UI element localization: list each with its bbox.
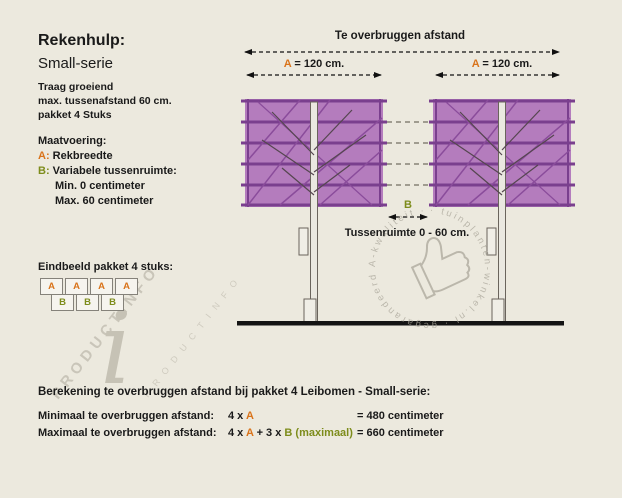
- espalier-tree-left: [239, 97, 389, 324]
- formula-a: A: [245, 410, 254, 422]
- eindbeeld-cell-a: A: [65, 278, 88, 295]
- eindbeeld-title: Eindbeeld pakket 4 stuks:: [38, 261, 174, 273]
- eindbeeld-cell-b: B: [51, 294, 74, 311]
- formula-part: + 3 x: [256, 427, 282, 439]
- eindbeeld-cell-b: B: [101, 294, 124, 311]
- ground-line: [237, 321, 564, 326]
- watermark-productinfo-text-small: PRODUCTINFO: [142, 272, 245, 400]
- a-value: = 120 cm.: [482, 58, 533, 70]
- calc-max-formula: 4 x A + 3 x B (maximaal): [228, 427, 353, 439]
- eindbeeld-row-a: A A A A: [40, 278, 140, 295]
- spec-growth: Traag groeiend: [38, 81, 114, 93]
- legend-b-key: B:: [38, 165, 50, 177]
- eindbeeld-cell-a: A: [40, 278, 63, 295]
- maatvoering-legend: Maatvoering: A: Rekbreedte B: Variabele …: [38, 134, 177, 209]
- calc-max-result: = 660 centimeter: [357, 427, 444, 439]
- espalier-tree-right: [427, 97, 577, 324]
- legend-b-label: Variabele tussenruimte:: [52, 165, 177, 177]
- eindbeeld-cell-a: A: [90, 278, 113, 295]
- total-span-label: Te overbruggen afstand: [334, 30, 466, 42]
- svg-text:· tuinplanten-winkel.nl · gega: · tuinplanten-winkel.nl · gegarandeerd A…: [367, 205, 493, 331]
- stamp-circle-text: · tuinplanten-winkel.nl · gegarandeerd A…: [367, 205, 491, 331]
- series-specs: Traag groeiend max. tussenafstand 60 cm.…: [38, 80, 172, 122]
- maatvoering-title: Maatvoering:: [38, 135, 107, 147]
- calc-min-result: = 480 centimeter: [357, 410, 444, 422]
- quality-stamp-watermark: · tuinplanten-winkel.nl · gegarandeerd A…: [367, 205, 493, 331]
- eindbeeld-cell-b: B: [76, 294, 99, 311]
- calc-row-max: Maximaal te overbruggen afstand: 4 x A +…: [0, 427, 622, 442]
- eindbeeld-cell-a: A: [115, 278, 138, 295]
- formula-max-note: (maximaal): [295, 427, 353, 439]
- calc-row-min: Minimaal te overbruggen afstand: 4 x A =…: [0, 410, 622, 425]
- formula-part: 4 x: [228, 427, 244, 439]
- gap-dashed-connectors: [387, 121, 429, 186]
- legend-b-min: Min. 0 centimeter: [55, 180, 145, 192]
- formula-b: B: [284, 427, 293, 439]
- calc-min-label: Minimaal te overbruggen afstand:: [38, 410, 215, 422]
- page-subtitle: Small-serie: [38, 55, 114, 72]
- a-key: A: [471, 58, 480, 70]
- a-dimension-label-right: A = 120 cm.: [433, 58, 571, 70]
- spec-max-distance: max. tussenafstand 60 cm.: [38, 95, 172, 107]
- a-dimension-label-left: A = 120 cm.: [245, 58, 383, 70]
- formula-part: 4 x: [228, 410, 244, 422]
- calc-title: Berekening te overbruggen afstand bij pa…: [38, 386, 431, 398]
- formula-a: A: [245, 427, 254, 439]
- spec-package: pakket 4 Stuks: [38, 109, 112, 121]
- a-value: = 120 cm.: [294, 58, 345, 70]
- legend-a-key: A:: [38, 150, 50, 162]
- a-key: A: [283, 58, 292, 70]
- eindbeeld-diagram: A A A A B B B: [40, 278, 140, 311]
- legend-a: A: Rekbreedte: [38, 149, 177, 164]
- calc-max-label: Maximaal te overbruggen afstand:: [38, 427, 217, 439]
- b-dimension-label: B: [383, 199, 433, 211]
- measure-arrows: [244, 49, 560, 220]
- calc-min-formula: 4 x A: [228, 410, 254, 422]
- legend-b-max: Max. 60 centimeter: [55, 195, 154, 207]
- b-key: B: [404, 199, 412, 211]
- page-title: Rekenhulp:: [38, 32, 126, 49]
- gap-range-label: Tussenruimte 0 - 60 cm.: [344, 227, 470, 239]
- eindbeeld-row-b: B B B: [51, 294, 140, 311]
- legend-a-label: Rekbreedte: [52, 150, 113, 162]
- legend-b: B: Variabele tussenruimte:: [38, 164, 177, 179]
